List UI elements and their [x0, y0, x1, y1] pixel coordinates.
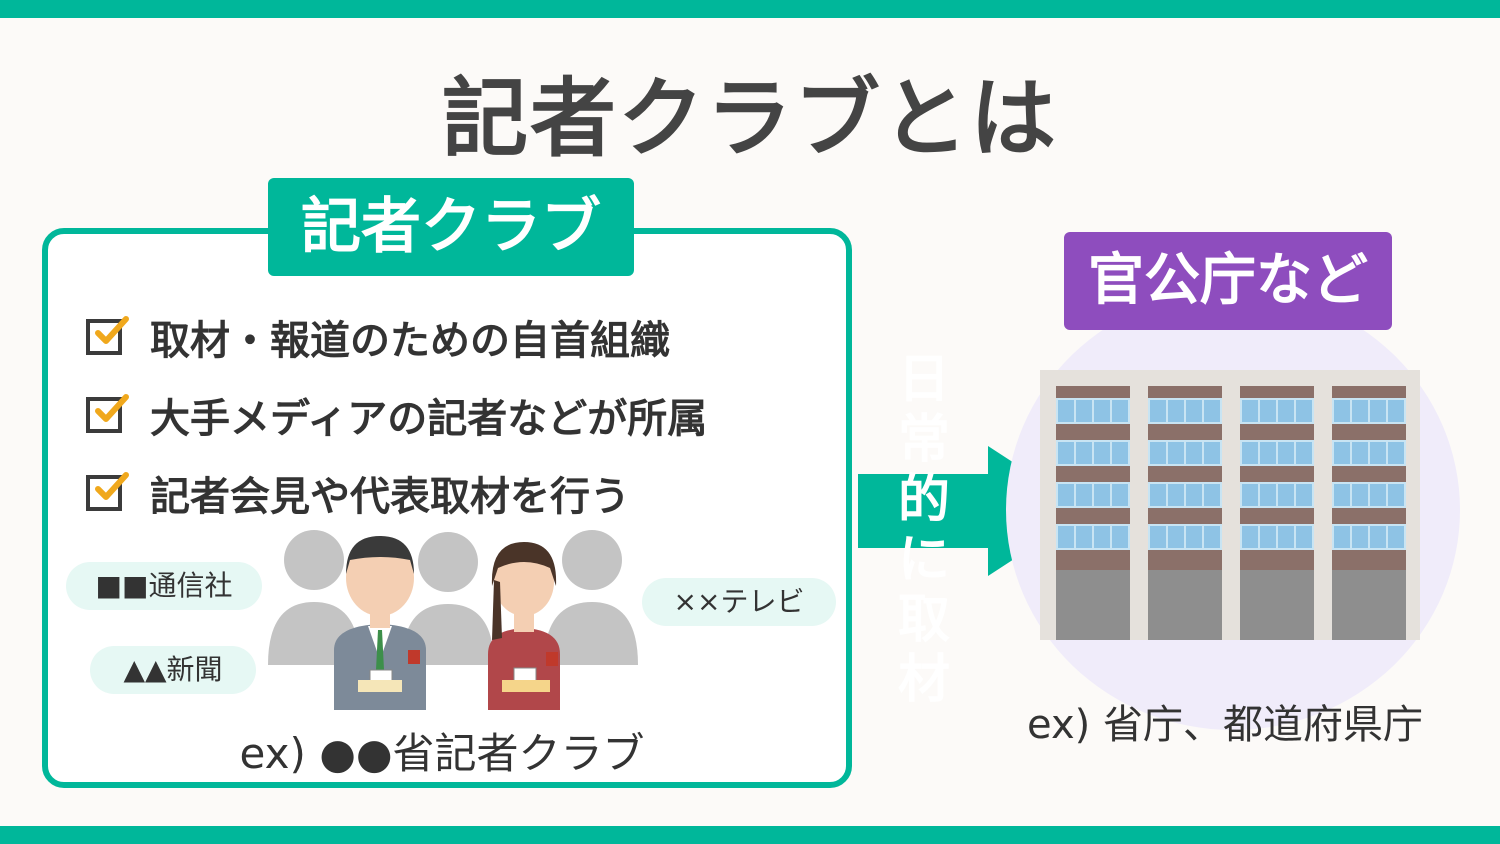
arrow-label-char: 材: [897, 650, 950, 710]
newspaper-bubble: ▲▲新聞: [90, 646, 256, 694]
arrow-label-char: 日: [897, 350, 950, 410]
office-example: ex) 省庁、都道府県庁: [1027, 702, 1423, 748]
arrow-label-char: に: [897, 530, 950, 590]
press-club-example: ex) ●●省記者クラブ: [239, 729, 645, 778]
reporters-illustration: [268, 530, 638, 710]
arrow-label: 日 常 的 に 取 材: [888, 350, 960, 710]
page-title: 記者クラブとは: [442, 69, 1058, 169]
arrow-label-char: 取: [897, 590, 950, 650]
checkbox-icon: [86, 394, 129, 433]
list-item: 取材・報道のための自首組織: [86, 298, 707, 376]
bottom-accent-bar: [0, 826, 1500, 844]
list-item: 記者会見や代表取材を行う: [86, 454, 707, 532]
female-reporter-figure: [488, 542, 560, 710]
government-building-icon: [1040, 370, 1420, 640]
feature-list: 取材・報道のための自首組織 大手メディアの記者などが所属 記者会見や代表取材を行…: [86, 298, 707, 532]
top-accent-bar: [0, 0, 1500, 18]
press-club-box: [42, 228, 852, 788]
checkbox-icon: [86, 472, 129, 511]
checkbox-icon: [86, 316, 129, 355]
news-agency-bubble: ■■通信社: [66, 562, 262, 610]
arrow-label-char: 的: [897, 470, 950, 530]
list-item: 大手メディアの記者などが所属: [86, 376, 707, 454]
crowd-silhouettes: [268, 530, 638, 665]
list-item-text: 取材・報道のための自首組織: [150, 318, 670, 364]
list-item-text: 大手メディアの記者などが所属: [150, 396, 708, 442]
male-reporter-figure: [334, 536, 426, 710]
press-club-label: 記者クラブ: [268, 178, 634, 276]
office-label: 官公庁など: [1064, 232, 1392, 330]
tv-station-bubble: ××テレビ: [642, 578, 836, 626]
list-item-text: 記者会見や代表取材を行う: [150, 474, 630, 520]
arrow-label-char: 常: [897, 410, 950, 470]
